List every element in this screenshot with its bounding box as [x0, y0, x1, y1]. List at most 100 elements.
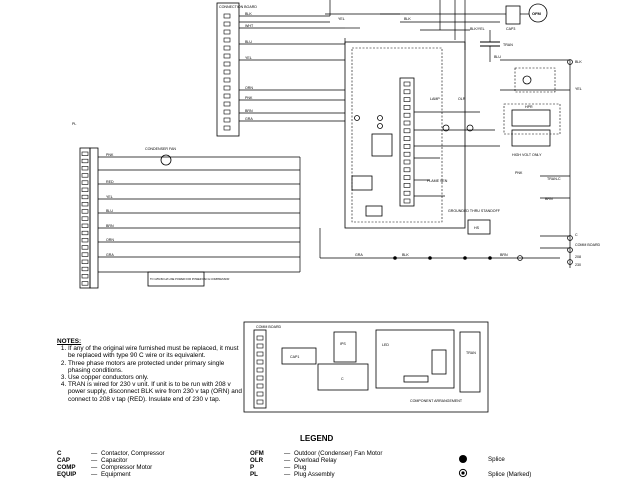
- legend-row: CAP—Capacitor: [57, 457, 128, 464]
- terminal-pin: [223, 77, 231, 83]
- legend-abbr: CAP: [57, 457, 71, 464]
- terminal-pin: [403, 112, 411, 118]
- wire-label-orn-1: ORN: [245, 86, 253, 90]
- splice-symbols: [458, 455, 468, 478]
- terminal-pin: [403, 120, 411, 126]
- wire-label-pnk-3: PNK: [106, 153, 114, 157]
- flame-sen-label: FLAME SEN: [427, 179, 448, 183]
- terminal-pin: [223, 21, 231, 27]
- terminal-pin: [403, 198, 411, 204]
- legend-abbr: C: [57, 450, 62, 457]
- high-volt-label: HIGH VOLT ONLY: [512, 153, 542, 157]
- terminal-pin: [256, 399, 264, 405]
- legend-row: PL—Plug Assembly: [250, 471, 335, 478]
- legend-symbol-label: Splice: [488, 456, 505, 463]
- terminal-pin: [81, 238, 89, 243]
- legend-desc: Contactor, Compressor: [101, 450, 165, 457]
- terminal-pin: [81, 259, 89, 264]
- legend-row: OFM—Outdoor (Condenser) Fan Motor: [250, 450, 383, 457]
- splice-1: [393, 256, 397, 260]
- terminal-pin: [81, 230, 89, 236]
- lamp-label: LAMP: [430, 97, 440, 101]
- note-item: TRAN is wired for 230 v unit. If unit is…: [68, 381, 243, 403]
- field-note: TO 115V/60 HZ LINE POWER FOR POWER FAN &…: [150, 277, 229, 281]
- terminal-pin: [403, 89, 411, 95]
- terminal-pin: [403, 97, 411, 102]
- legend-desc: Plug: [294, 464, 307, 471]
- tran-box-label: TRAN: [466, 351, 476, 355]
- splice-4: [488, 256, 492, 260]
- terminal-pin: [81, 158, 89, 164]
- note-item: Three phase motors are protected under p…: [68, 360, 243, 374]
- splice-2: [428, 256, 432, 260]
- wire-label-blk-3: BLK: [575, 60, 582, 64]
- legend-row: EQUIP—Equipment: [57, 471, 131, 478]
- legend-desc: Capacitor: [101, 457, 128, 464]
- terminal-pin: [403, 151, 411, 157]
- terminal-pin: [256, 335, 264, 341]
- terminal-pin: [403, 128, 411, 134]
- terminal-pin: [223, 53, 231, 59]
- terminal-pin: [81, 209, 89, 214]
- wire-label-red-1: RED: [106, 180, 114, 184]
- terminal-pin: [403, 183, 411, 188]
- splice-icon: [459, 455, 467, 463]
- comm-board-label-2: COMM BOARD: [256, 325, 282, 329]
- terminal-pin: [403, 81, 411, 87]
- note-item: If any of the original wire furnished mu…: [68, 345, 243, 359]
- terminal-pin: [81, 223, 89, 228]
- terminal-pin: [223, 93, 231, 99]
- left-terminal-strip: PL PNK RED YEL BLU BRN ORN GRA CONDENSER…: [72, 122, 301, 289]
- terminal-pin: [81, 166, 89, 171]
- terminal-pin: [81, 281, 89, 286]
- pl-label: PL: [72, 122, 76, 126]
- legend-desc: Overload Relay: [294, 457, 337, 464]
- transformer: TRAN BLU: [480, 30, 513, 62]
- connection-board-label: CONNECTION BOARD: [219, 5, 257, 9]
- wire-label-yel-3: YEL: [575, 87, 582, 91]
- terminal-pin: [81, 173, 89, 178]
- olr-label: OLR: [458, 97, 466, 101]
- terminal-pin: [81, 151, 89, 156]
- comm-board-label: COMM BOARD: [575, 243, 601, 247]
- terminal-pin: [256, 391, 264, 397]
- terminal-pin: [403, 190, 411, 196]
- wire-label-brn-3: BRN: [500, 253, 508, 257]
- terminal-pin: [223, 13, 231, 19]
- terminal-pin: [223, 37, 231, 43]
- terminal-pin: [403, 159, 411, 165]
- legend-desc: Equipment: [101, 471, 131, 478]
- wire-label-blu-2: BLU: [494, 55, 501, 59]
- condenser-fan-label: CONDENSER FAN: [145, 147, 176, 151]
- terminal-pin: [403, 136, 411, 141]
- condenser-fan-symbol: [160, 154, 172, 166]
- wire-label-gra-1: GRA: [245, 117, 253, 121]
- v208-label: 208: [575, 255, 581, 259]
- legend-desc: Compressor Motor: [101, 464, 153, 471]
- terminal-pin: [81, 187, 89, 192]
- terminal-pin: [223, 85, 231, 91]
- tran-label: TRAN: [503, 43, 513, 47]
- terminal-pin: [223, 69, 231, 75]
- ofm-motor: [528, 3, 548, 23]
- legend-abbr: COMP: [57, 464, 76, 471]
- terminal-pin: [256, 343, 264, 349]
- wire-label-yel-2: YEL: [338, 17, 345, 21]
- component-arrangement: CAP1 IPS C LED TRAN COMPONENT ARRANGEMEN…: [243, 321, 489, 413]
- legend-row: P—Plug: [250, 464, 307, 471]
- legend-row: C—Contactor, Compressor: [57, 450, 165, 457]
- terminal-pin: [256, 359, 264, 365]
- terminal-pin: [81, 274, 89, 279]
- legend-desc: Plug Assembly: [294, 471, 335, 478]
- terminal-pin: [223, 29, 231, 35]
- wire-label-brn-2: BRN: [545, 197, 553, 201]
- legend-abbr: EQUIP: [57, 471, 77, 478]
- c-box-label: C: [341, 377, 344, 381]
- terminal-pin: [256, 351, 264, 357]
- wire-label-gra-2: GRA: [355, 253, 363, 257]
- notes-title: NOTES:: [57, 338, 82, 345]
- terminal-pin: [223, 117, 231, 123]
- legend-abbr: OFM: [250, 450, 264, 457]
- control-board: LAMP OLR FLAME SEN GROUNDED THRU STANDOF…: [344, 41, 501, 235]
- terminal-pin: [81, 194, 89, 200]
